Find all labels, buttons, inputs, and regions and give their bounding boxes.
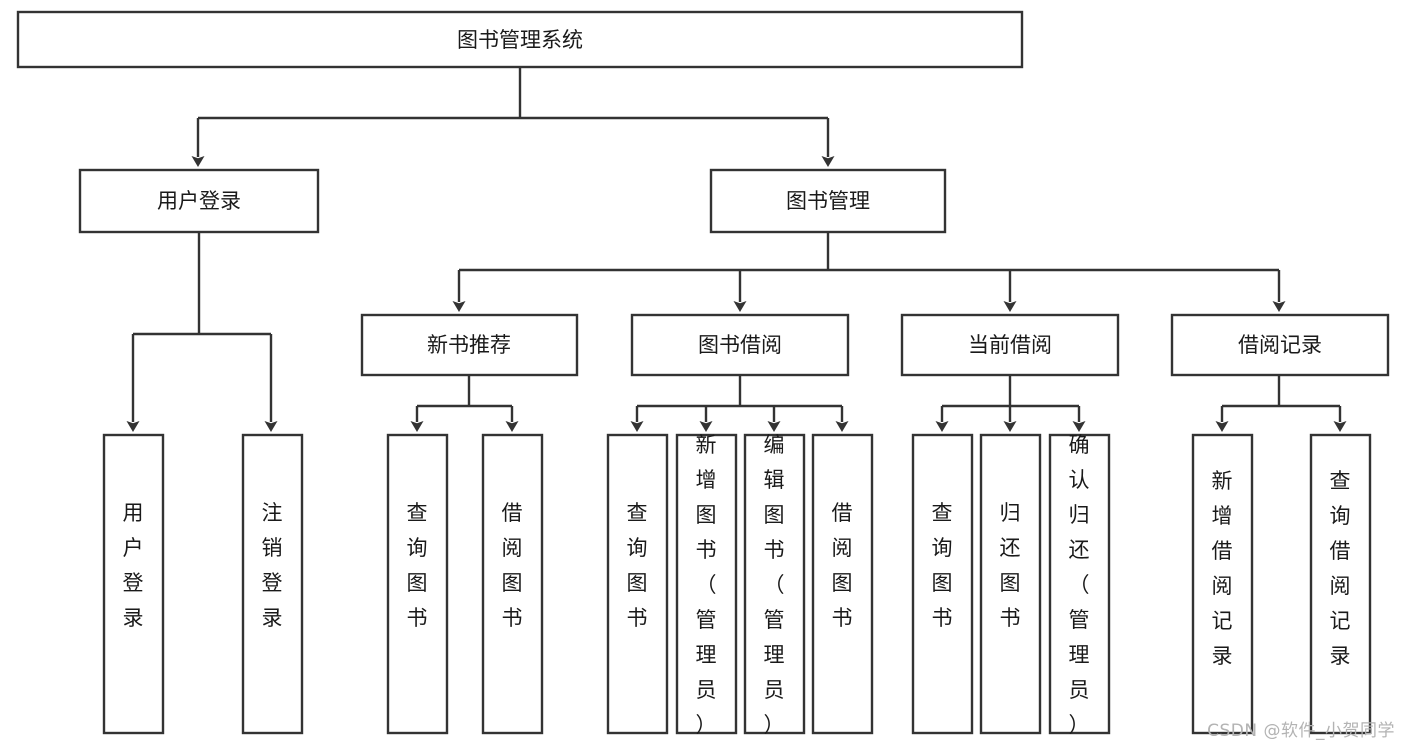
node-box	[16, 10, 1024, 69]
node-box	[102, 433, 165, 735]
node-label: 归还图书	[1000, 501, 1021, 630]
node-current-borrowing[interactable]: 当前借阅	[900, 313, 1120, 377]
node-label: 查询图书	[932, 501, 953, 630]
node-box	[241, 433, 304, 735]
leaf-edit-book-admin[interactable]: 编辑图书（管理员）	[743, 433, 806, 737]
leaf-query-book-under-new-book-rec[interactable]: 查询图书	[386, 433, 449, 735]
node-box	[606, 433, 669, 735]
leaf-return-book[interactable]: 归还图书	[979, 433, 1042, 735]
node-root-book-management-system[interactable]: 图书管理系统	[16, 10, 1024, 69]
node-label: 新书推荐	[427, 333, 511, 357]
node-box	[1048, 433, 1111, 735]
node-box	[709, 168, 947, 234]
node-label: 查询图书	[407, 501, 428, 630]
leaf-borrow-book-under-book-borrow[interactable]: 借阅图书	[811, 433, 874, 735]
node-label: 查询借阅记录	[1330, 469, 1351, 668]
node-book-borrowing[interactable]: 图书借阅	[630, 313, 850, 377]
leaf-logout[interactable]: 注销登录	[241, 433, 304, 735]
node-box	[481, 433, 544, 735]
node-label: 图书管理系统	[457, 28, 583, 52]
leaf-borrow-book-under-new-book-rec[interactable]: 借阅图书	[481, 433, 544, 735]
leaf-query-borrowing-record[interactable]: 查询借阅记录	[1309, 433, 1372, 735]
node-box	[78, 168, 320, 234]
node-label: 图书借阅	[698, 333, 782, 357]
node-box	[900, 313, 1120, 377]
leaf-add-book-admin[interactable]: 新增图书（管理员）	[675, 433, 738, 737]
node-new-book-recommendation[interactable]: 新书推荐	[360, 313, 579, 377]
leaf-query-book-under-book-borrow[interactable]: 查询图书	[606, 433, 669, 735]
node-box	[743, 433, 806, 735]
node-box	[630, 313, 850, 377]
node-label: 确认归还（管理员）	[1069, 433, 1090, 737]
node-box	[911, 433, 974, 735]
node-label: 借阅记录	[1238, 333, 1322, 357]
node-label: 用户登录	[157, 189, 241, 213]
node-label: 用户登录	[123, 501, 144, 630]
leaf-query-book-under-current-borrow[interactable]: 查询图书	[911, 433, 974, 735]
node-box	[979, 433, 1042, 735]
node-box	[1309, 433, 1372, 735]
node-user-login[interactable]: 用户登录	[78, 168, 320, 234]
leaf-confirm-return-admin[interactable]: 确认归还（管理员）	[1048, 433, 1111, 737]
node-box	[360, 313, 579, 377]
node-borrowing-record[interactable]: 借阅记录	[1170, 313, 1390, 377]
node-label: 借阅图书	[502, 501, 523, 630]
node-box	[811, 433, 874, 735]
node-label: 查询图书	[627, 501, 648, 630]
node-box	[675, 433, 738, 735]
node-label: 当前借阅	[968, 333, 1052, 357]
node-label: 借阅图书	[832, 501, 853, 630]
node-label: 新增图书（管理员）	[696, 433, 717, 737]
node-label: 新增借阅记录	[1212, 469, 1233, 668]
node-box	[386, 433, 449, 735]
leaf-add-borrowing-record[interactable]: 新增借阅记录	[1191, 433, 1254, 735]
node-label: 图书管理	[786, 189, 870, 213]
node-box	[1191, 433, 1254, 735]
node-label: 编辑图书（管理员）	[764, 433, 785, 737]
node-box	[1170, 313, 1390, 377]
node-book-management[interactable]: 图书管理	[709, 168, 947, 234]
node-label: 注销登录	[262, 501, 283, 630]
leaf-user-login[interactable]: 用户登录	[102, 433, 165, 735]
edges-layer	[126, 67, 1347, 432]
